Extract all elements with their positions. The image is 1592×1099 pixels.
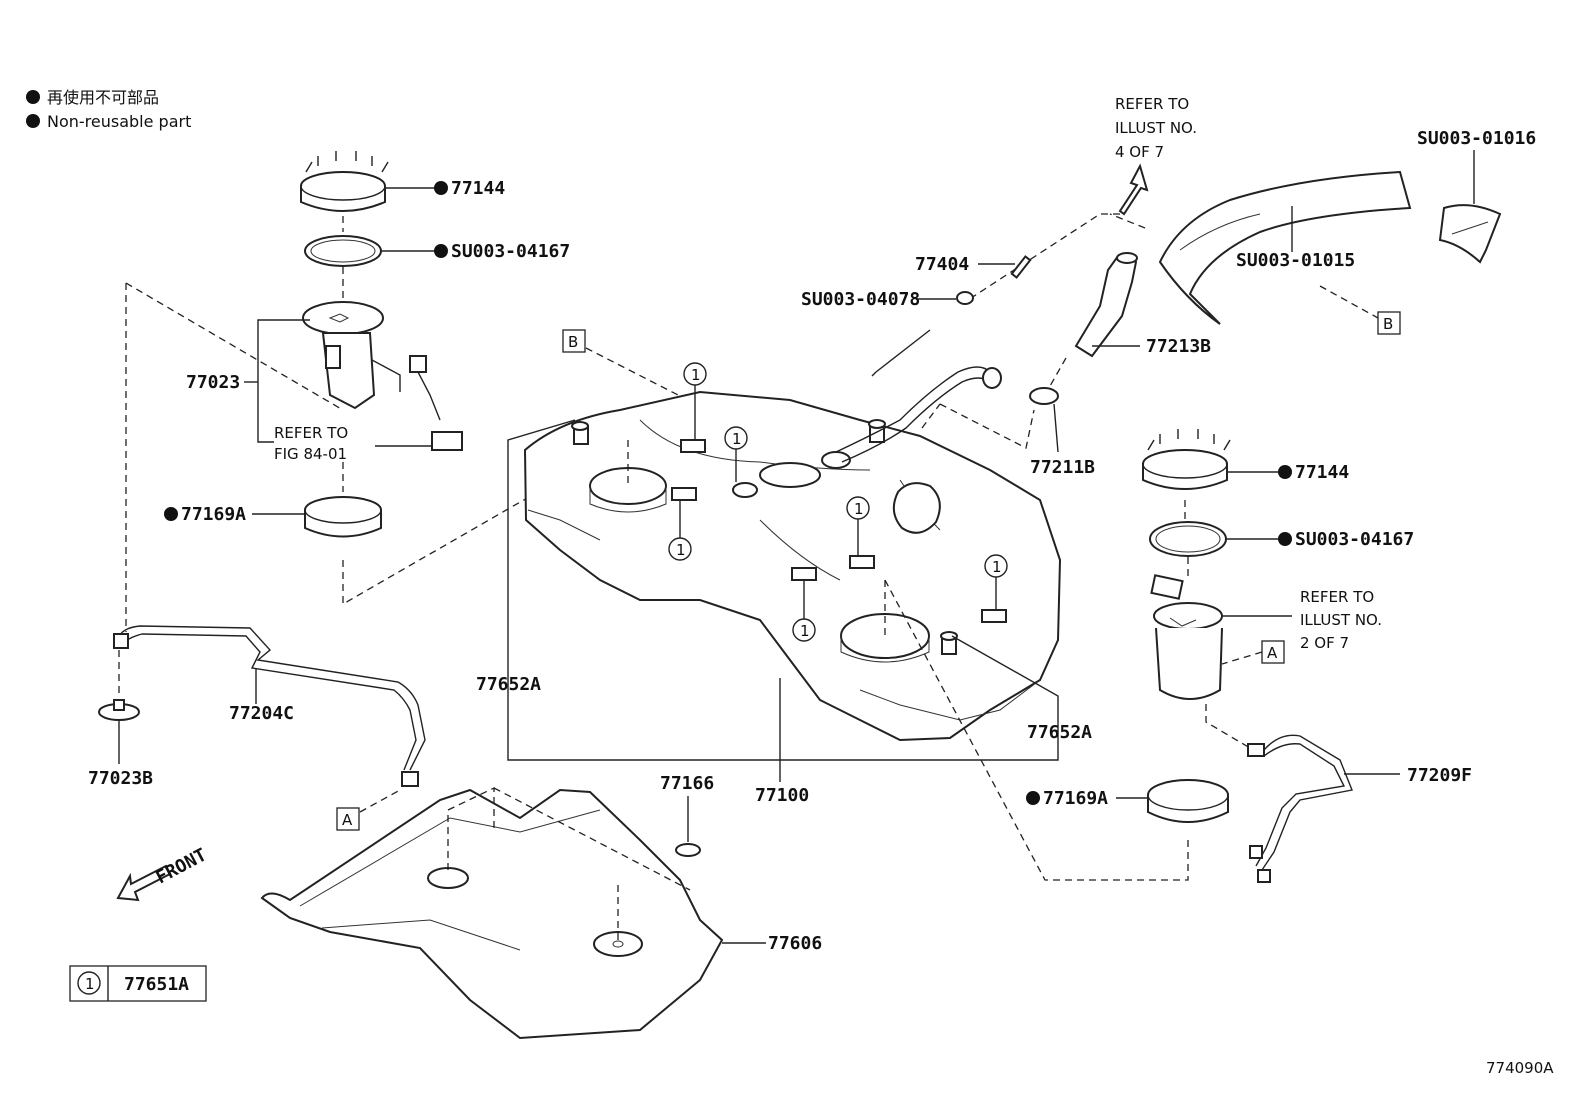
ref-box-b-left-label: B [568,333,578,351]
gasket-right [1149,521,1227,557]
part-77606: 77606 [768,933,822,954]
non-reusable-dot-icon [1278,465,1292,479]
ref-box-a-left-label: A [342,811,353,829]
grommet-77023b: 77023B [88,650,153,789]
part-77023b: 77023B [88,768,153,789]
non-reusable-dot-icon [1026,791,1040,805]
left-pump-group: 77144 SU003-04167 77023 REFER TO FIG 84-… [125,151,629,606]
fuel-tank-77100 [523,329,1062,742]
fuel-pump-left [302,301,463,451]
part-77211b: 77211B [1030,457,1095,478]
legend-jp-text: 再使用不可部品 [47,88,159,107]
key-table-part: 77651A [124,974,189,995]
part-su003-01015: SU003-01015 [1236,250,1355,271]
circle-1-label: 1 [732,430,742,448]
cushion-77166: 77166 [660,773,714,857]
part-77169a-right: 77169A [1043,788,1108,809]
part-77144-right: 77144 [1295,462,1349,483]
ref-box-a-right-label: A [1267,644,1278,662]
legend-en-text: Non-reusable part [47,112,191,131]
part-77204c: 77204C [229,703,294,724]
key-table: 1 77651A [69,965,207,1002]
tank-protector-77606 [260,786,724,1040]
part-77166: 77166 [660,773,714,794]
part-77652a-right: 77652A [1027,722,1092,743]
retainer-ring-left [300,151,389,212]
refer-fig-line1: REFER TO [274,424,348,442]
ref-box-b-right [1377,311,1401,335]
refer-illust2-line3: 2 OF 7 [1300,634,1349,652]
o-ring-right [1147,779,1229,823]
part-77144-left: 77144 [451,178,505,199]
circle-callouts: 1 1 1 1 1 1 [668,362,1008,642]
non-reusable-dot-icon [1278,532,1292,546]
part-77169a-left: 77169A [181,504,246,525]
key-table-symbol: 1 [85,975,95,993]
refer-fig-line2: FIG 84-01 [274,445,347,463]
filler-area: REFER TO ILLUST NO. 4 OF 7 77404 SU003-0… [801,95,1536,478]
part-77100: 77100 [755,785,809,806]
part-77023: 77023 [186,372,240,393]
refer-illust2-line2: ILLUST NO. [1300,611,1382,629]
part-77652a-left: 77652A [476,674,541,695]
right-pump-group: 77144 SU003-04167 REFER TO ILLUST NO. 2 … [1026,429,1472,883]
part-su003-04167-right: SU003-04167 [1295,529,1414,550]
part-77209f: 77209F [1407,765,1472,786]
front-label: FRONT [152,844,210,888]
refer-illust4-line1: REFER TO [1115,95,1189,113]
circle-1-label: 1 [691,366,701,384]
part-su003-01016: SU003-01016 [1417,128,1536,149]
circle-1-icon [77,971,101,995]
non-reusable-dot-icon [164,507,178,521]
ref-box-b-left [562,329,586,353]
legend: 再使用不可部品 Non-reusable part [26,88,191,131]
front-arrow-icon: FRONT [116,844,210,902]
circle-1-label: 1 [992,558,1002,576]
o-ring-left [304,496,382,538]
refer-illust4-line3: 4 OF 7 [1115,143,1164,161]
refer-illust2-line1: REFER TO [1300,588,1374,606]
retainer-ring-right [1142,429,1231,490]
ref-box-a-left [336,807,360,831]
arrow-up-icon [1118,163,1149,216]
illustration-id: 774090A [1486,1059,1554,1077]
non-reusable-dot-icon [434,244,448,258]
fuel-sender-right [1150,574,1223,700]
part-77404: 77404 [915,254,969,275]
non-reusable-dot-icon [434,181,448,195]
circle-1-label: 1 [854,500,864,518]
part-su003-04167-left: SU003-04167 [451,241,570,262]
fuel-tube-77204c: 77204C [113,283,426,787]
refer-illust4-line2: ILLUST NO. [1115,119,1197,137]
circle-1-label: 1 [800,622,810,640]
ref-box-b-right-label: B [1383,315,1393,333]
part-77213b: 77213B [1146,336,1211,357]
part-su003-04078: SU003-04078 [801,289,920,310]
non-reusable-dot-icon [26,114,40,128]
non-reusable-dot-icon [26,90,40,104]
circle-1-label: 1 [676,541,686,559]
